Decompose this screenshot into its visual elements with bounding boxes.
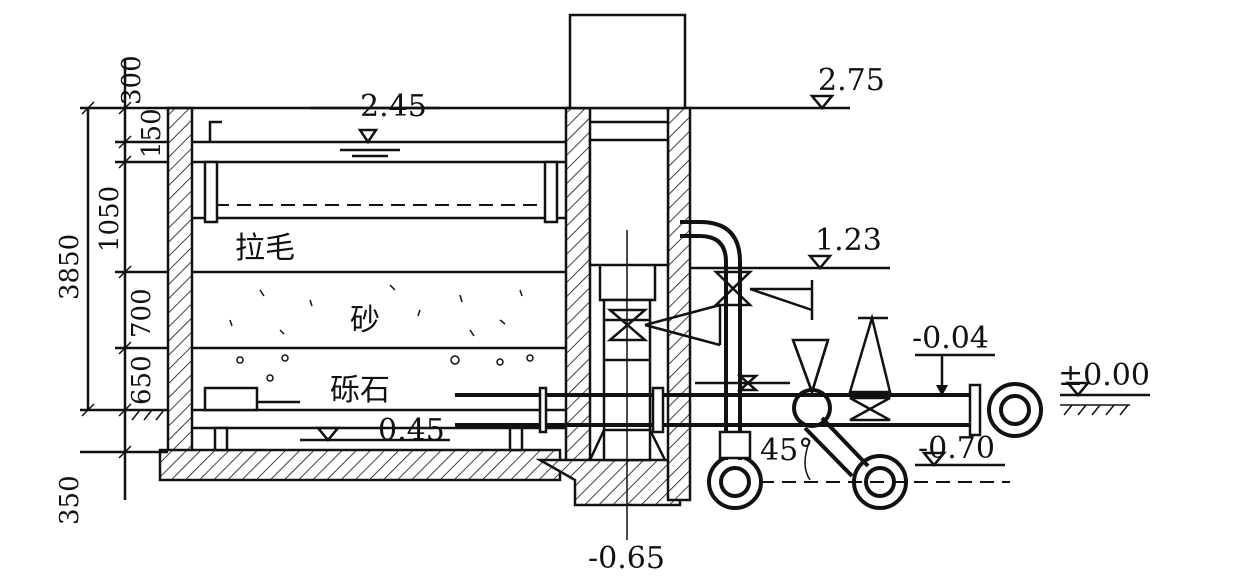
label-elev-neg004: -0.04: [912, 321, 989, 356]
column-valves: [606, 303, 722, 347]
label-elev-bottom: -0.65: [588, 541, 665, 576]
water-level-symbol: [340, 128, 400, 158]
label-elev-datum: ±0.00: [1058, 358, 1150, 393]
upper-elbow-pipe: [680, 220, 814, 460]
label-layer-gravel: 砾石: [330, 373, 390, 408]
dim-350: 350: [55, 475, 85, 525]
dim-150: 150: [137, 108, 167, 158]
dim-300: 300: [117, 55, 147, 105]
ground-hatch-left: [130, 409, 168, 421]
wash-trough: [203, 120, 559, 224]
label-layer-sand: 砂: [350, 303, 380, 338]
dimension-lines: [80, 60, 168, 500]
ground-hatch-right: [1060, 404, 1130, 416]
tank-left-wall: [166, 106, 194, 472]
outlet-pipe: [905, 382, 1043, 438]
label-layer-lamao: 拉毛: [235, 231, 295, 266]
gravel-texture: [236, 354, 534, 382]
dim-650: 650: [127, 355, 157, 405]
label-elev-2-75: 2.75: [818, 63, 885, 98]
sand-texture: [229, 284, 523, 337]
label-angle: 45°: [760, 433, 813, 468]
lower-pipe-outlets: [707, 388, 908, 510]
label-elev-2-45: 2.45: [360, 89, 427, 124]
layer-lines: [192, 140, 566, 430]
tank-partition-wall: [564, 106, 592, 472]
label-elev-0-45: 0.45: [378, 413, 445, 448]
underdrain-blocks: [203, 386, 524, 452]
dim-700: 700: [127, 288, 157, 338]
angle-arc: [804, 439, 811, 481]
right-chamber-wall: [666, 106, 692, 502]
dim-1050: 1050: [95, 186, 125, 252]
dim-3850: 3850: [55, 234, 85, 300]
elevation-markers: [315, 94, 1091, 467]
right-valves: [791, 313, 892, 422]
label-elev-neg070: -0.70: [918, 431, 995, 466]
label-elev-1-23: 1.23: [815, 223, 882, 258]
pump-motor: [568, 13, 687, 110]
tank-floor-slab: [158, 448, 682, 507]
